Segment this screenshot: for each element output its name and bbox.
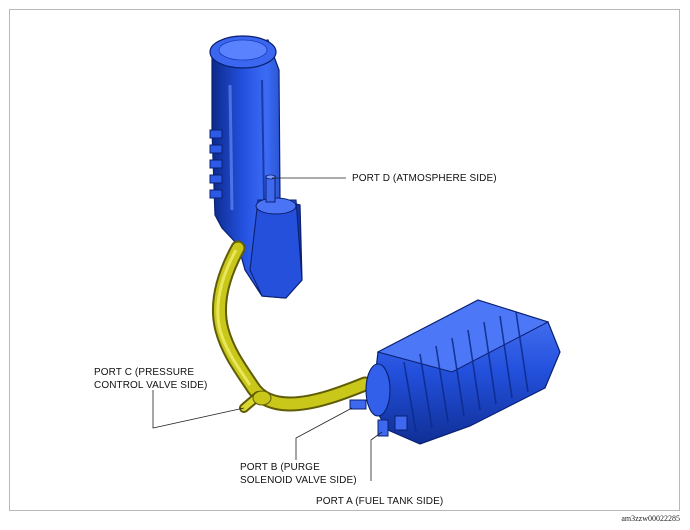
port-a-label: PORT A (FUEL TANK SIDE) <box>316 496 444 507</box>
figure-code: am3zzw00022285 <box>621 514 680 523</box>
upper-canister <box>209 35 303 299</box>
port-d-label: PORT D (ATMOSPHERE SIDE) <box>352 173 497 184</box>
leader-lines <box>152 177 383 481</box>
leader-port-c <box>152 390 245 429</box>
lower-canister <box>349 299 561 445</box>
port-b-label: PORT B (PURGE SOLENOID VALVE SIDE) <box>240 462 357 486</box>
leader-port-a <box>370 431 383 481</box>
connecting-hose <box>211 240 373 413</box>
leader-port-b <box>295 407 353 460</box>
figure-frame <box>9 9 680 511</box>
port-c-label: PORT C (PRESSURE CONTROL VALVE SIDE) <box>94 367 208 391</box>
